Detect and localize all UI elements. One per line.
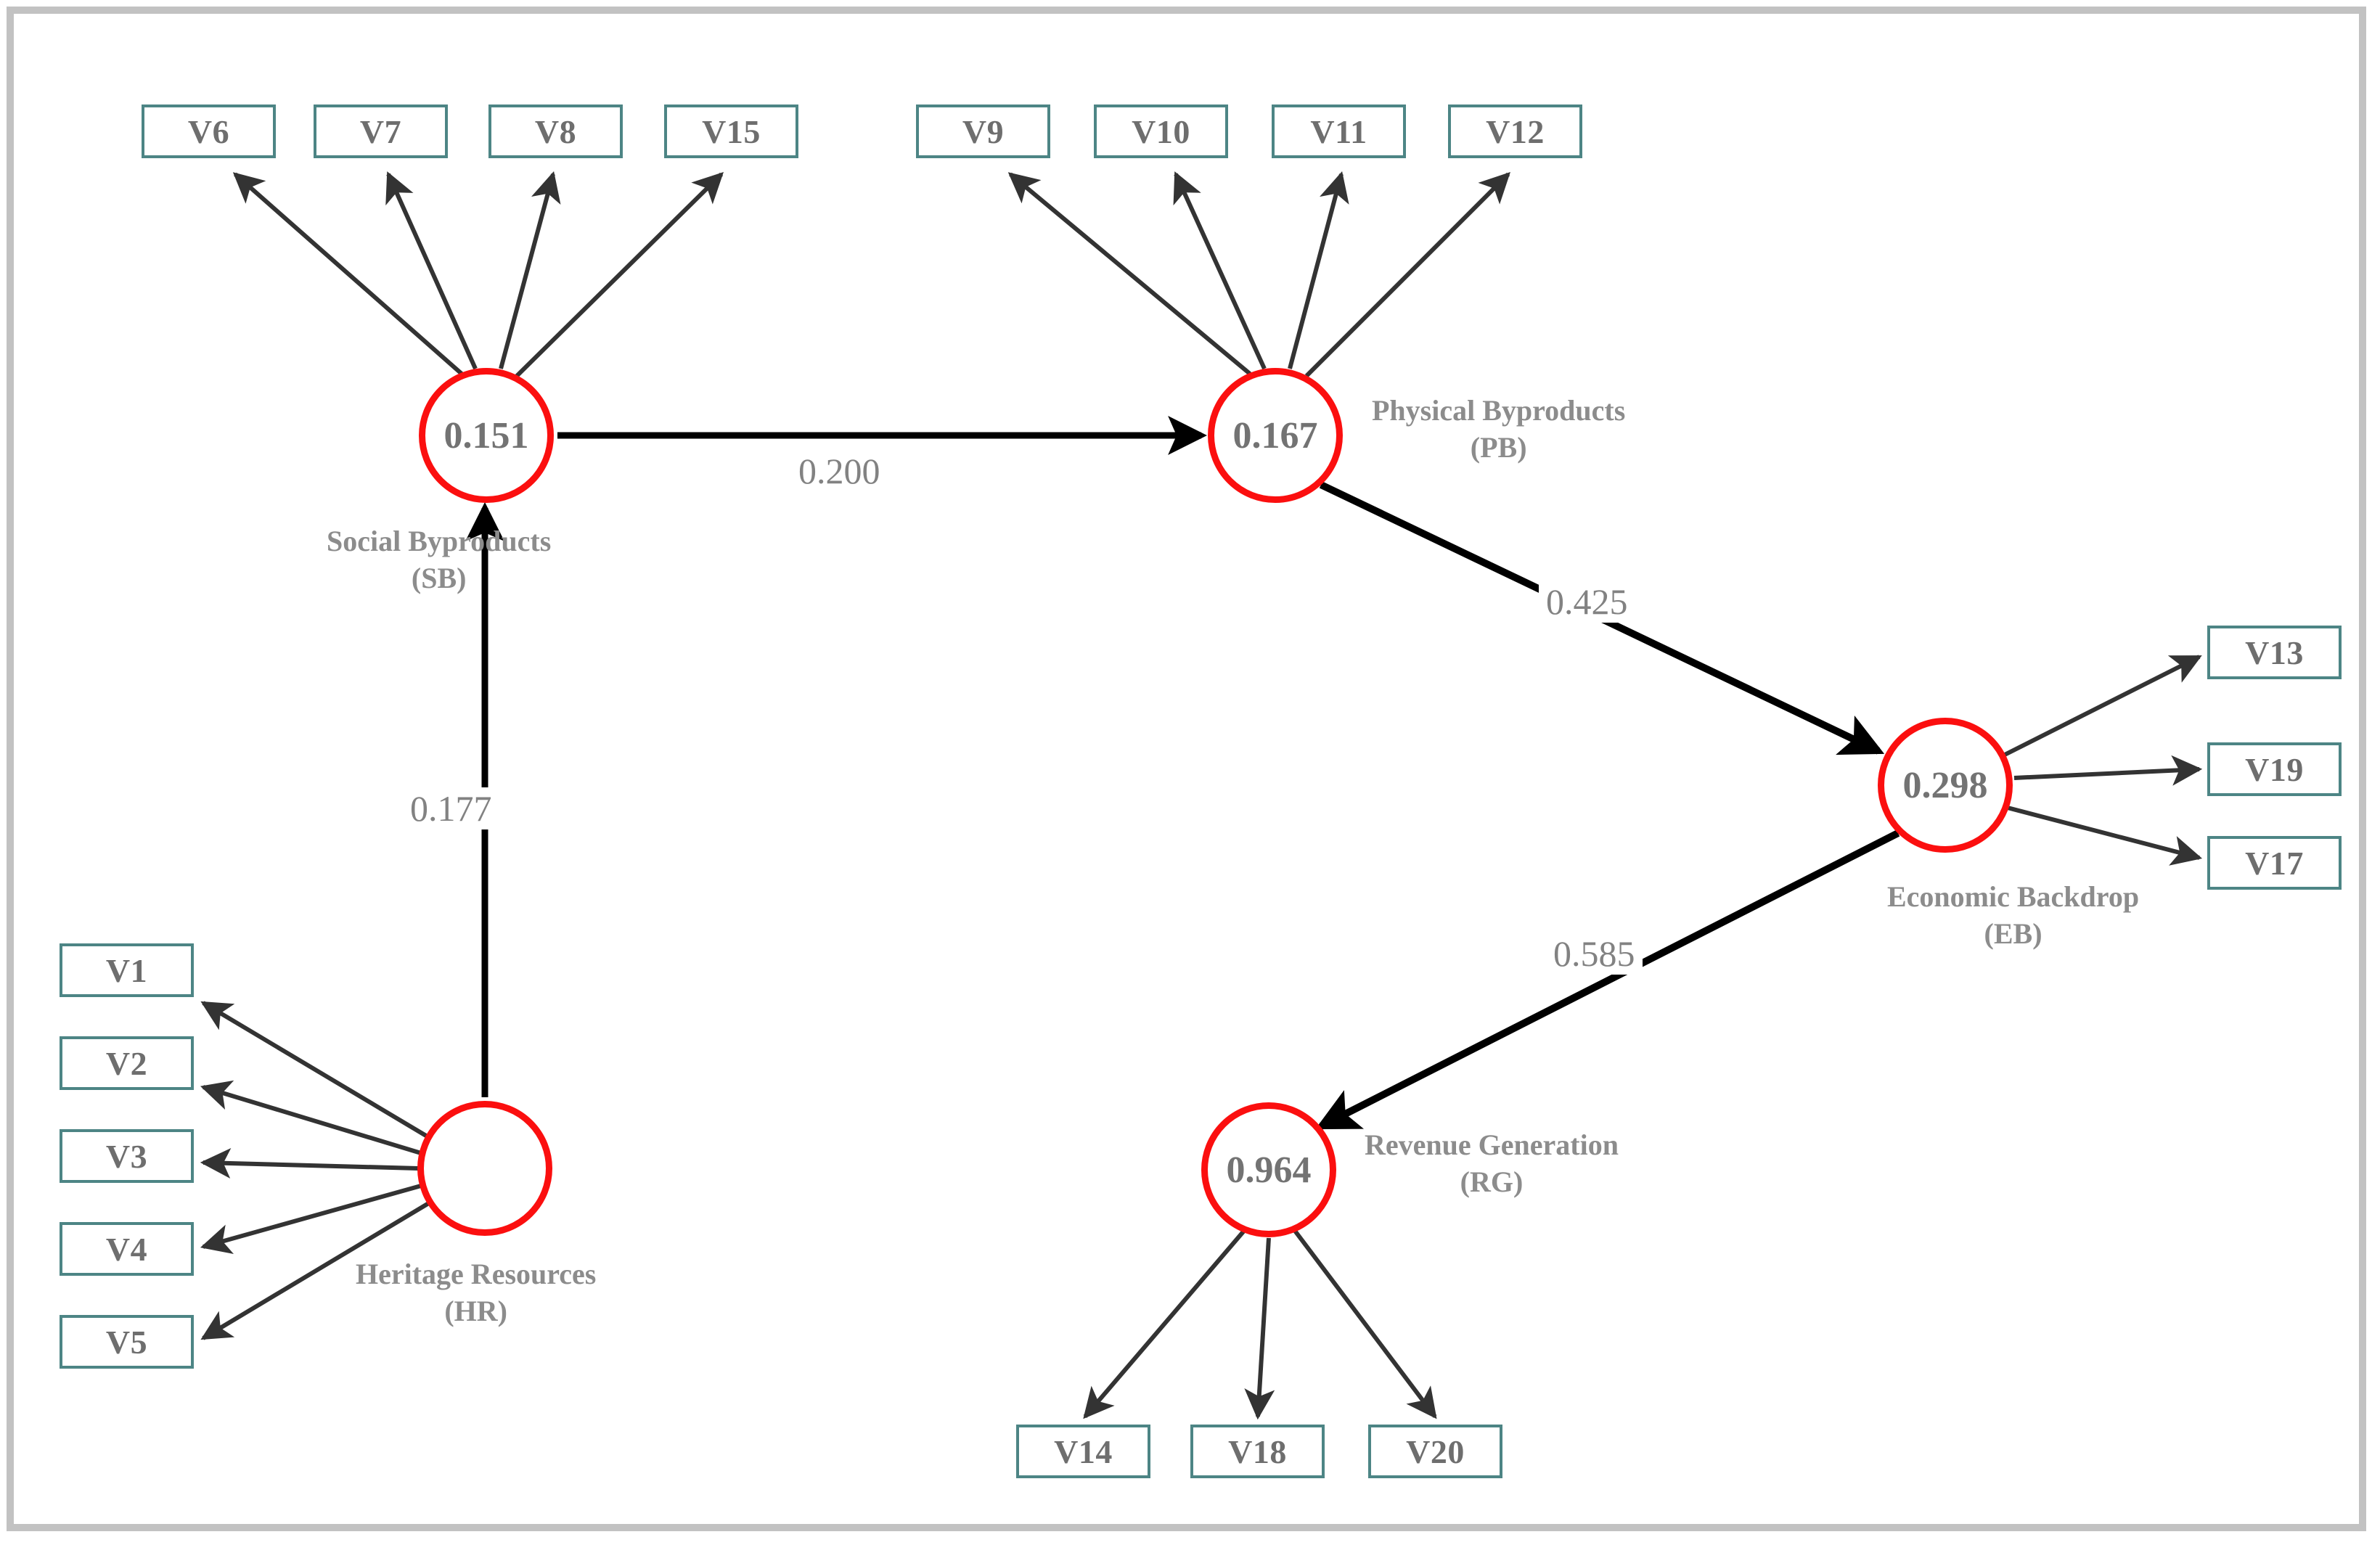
indicator-box-v3: V3 — [60, 1129, 194, 1183]
indicator-box-v5: V5 — [60, 1315, 194, 1369]
construct-label-name: Revenue Generation — [1365, 1128, 1619, 1161]
arrow-sb-v15 — [515, 172, 724, 378]
construct-node-pb: 0.167 — [1208, 368, 1343, 503]
indicator-box-v2: V2 — [60, 1036, 194, 1090]
arrow-rg-v14 — [1083, 1229, 1246, 1419]
construct-label-eb: Economic Backdrop (EB) — [1887, 878, 2139, 952]
construct-node-eb: 0.298 — [1878, 718, 2013, 853]
construct-label-abbr: (SB) — [411, 562, 467, 595]
arrow-sb-v7 — [385, 171, 478, 370]
indicator-box-v12: V12 — [1448, 104, 1582, 158]
construct-label-abbr: (HR) — [444, 1295, 507, 1328]
path-coefficient-hr-to-sb: 0.177 — [403, 787, 499, 829]
construct-node-sb: 0.151 — [419, 368, 554, 503]
indicator-box-v15: V15 — [664, 104, 798, 158]
arrow-rg-v20 — [1293, 1229, 1437, 1419]
indicator-box-v14: V14 — [1016, 1425, 1150, 1478]
indicator-box-v19: V19 — [2207, 742, 2342, 796]
arrow-pb-v12 — [1304, 172, 1510, 378]
construct-label-sb: Social Byproducts (SB) — [327, 522, 551, 597]
arrow-pb-v10 — [1173, 171, 1267, 370]
indicator-box-v20: V20 — [1368, 1425, 1502, 1478]
construct-label-abbr: (RG) — [1460, 1165, 1524, 1199]
arrow-eb-v17 — [2004, 805, 2203, 866]
construct-node-rg: 0.964 — [1201, 1102, 1336, 1237]
measurement-arrows-pb — [1007, 171, 1510, 378]
construct-value-pb: 0.167 — [1232, 414, 1318, 456]
construct-value-sb: 0.151 — [443, 414, 529, 456]
construct-label-name: Social Byproducts — [327, 525, 552, 557]
indicator-box-v18: V18 — [1190, 1425, 1325, 1478]
construct-label-name: Heritage Resources — [356, 1258, 597, 1290]
path-coefficient-eb-to-rg: 0.585 — [1546, 933, 1643, 975]
indicator-box-v6: V6 — [142, 104, 276, 158]
arrow-hr-v1 — [200, 1001, 431, 1140]
path-coefficient-sb-to-pb: 0.200 — [791, 450, 888, 492]
construct-label-abbr: (PB) — [1470, 431, 1527, 464]
construct-label-pb: Physical Byproducts (PB) — [1372, 392, 1625, 466]
indicator-box-v8: V8 — [488, 104, 623, 158]
construct-value-eb: 0.298 — [1902, 764, 1988, 806]
construct-label-hr: Heritage Resources (HR) — [356, 1255, 596, 1329]
measurement-arrows-eb — [2000, 655, 2203, 866]
construct-label-name: Economic Backdrop — [1887, 880, 2140, 913]
path-coefficient-pb-to-eb: 0.425 — [1539, 581, 1635, 623]
construct-value-rg: 0.964 — [1226, 1149, 1312, 1191]
arrow-sb-v6 — [232, 172, 463, 376]
indicator-box-v4: V4 — [60, 1222, 194, 1276]
indicator-box-v1: V1 — [60, 943, 194, 997]
arrow-pb-v11 — [1288, 171, 1349, 369]
arrow-rg-v18 — [1244, 1237, 1275, 1420]
construct-label-rg: Revenue Generation (RG) — [1365, 1126, 1619, 1200]
indicator-box-v9: V9 — [916, 104, 1050, 158]
arrow-hr-v3 — [200, 1148, 419, 1179]
arrow-pb-v9 — [1007, 172, 1251, 376]
construct-node-hr — [417, 1101, 552, 1236]
indicator-box-v17: V17 — [2207, 836, 2342, 890]
arrow-hr-v4 — [200, 1184, 422, 1255]
construct-label-abbr: (EB) — [1984, 917, 2042, 951]
arrow-hr-v5 — [200, 1200, 433, 1340]
structural-paths — [465, 416, 1900, 1130]
measurement-arrows-rg — [1083, 1229, 1437, 1420]
arrow-hr-v2 — [200, 1080, 422, 1155]
indicator-box-v7: V7 — [314, 104, 448, 158]
path-eb-to-rg — [1314, 829, 1900, 1130]
arrow-sb-v8 — [499, 171, 561, 369]
arrow-eb-v19 — [2013, 755, 2203, 786]
arrow-eb-v13 — [2000, 655, 2202, 758]
measurement-arrows-hr — [200, 1001, 433, 1340]
indicator-box-v11: V11 — [1272, 104, 1406, 158]
indicator-box-v13: V13 — [2207, 626, 2342, 679]
measurement-arrows-sb — [232, 171, 724, 378]
construct-label-name: Physical Byproducts — [1372, 394, 1626, 427]
indicator-box-v10: V10 — [1094, 104, 1228, 158]
